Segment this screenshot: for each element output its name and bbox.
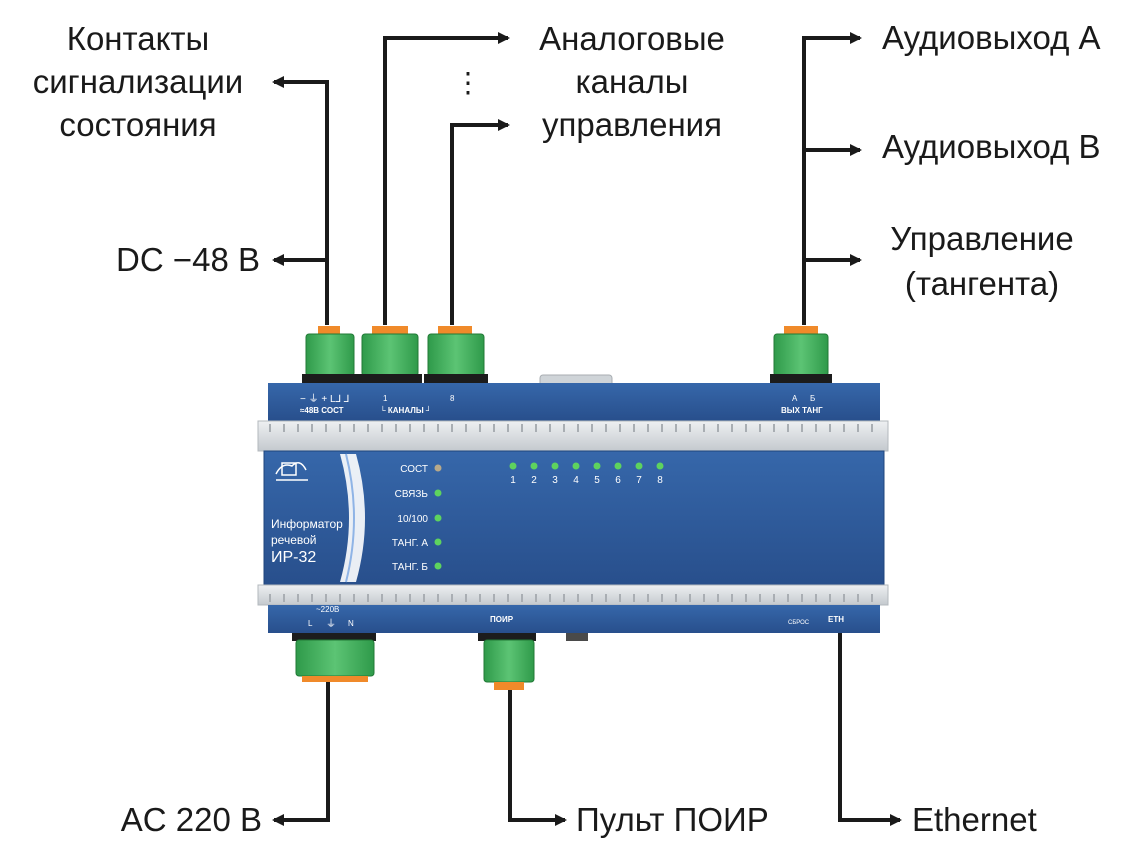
label-control: Управление (тангента)	[890, 220, 1073, 302]
label-audio-b: Аудиовыход В	[882, 128, 1101, 165]
eth-label: ETH	[828, 615, 844, 624]
device-ir32: − ⏚ + L⅃ ⅃ ≈48В СОСТ 1 8 └ КАНАЛЫ ┘ А Б …	[257, 326, 889, 690]
channel-led-8	[656, 462, 664, 470]
label-analog-line2: каналы	[575, 63, 688, 100]
label-audio-a: Аудиовыход А	[882, 19, 1101, 56]
channel-led-7	[635, 462, 643, 470]
label-analog-channels: Аналоговые каналы управления	[539, 20, 725, 143]
label-status-contacts: Контакты сигнализации состояния	[33, 20, 244, 143]
model-name: ИР-32	[271, 549, 316, 566]
indicator-label-speed: 10/100	[397, 514, 428, 525]
led-tang-a	[434, 538, 442, 546]
top-blue-strip	[268, 383, 880, 421]
channel-led-1	[509, 462, 517, 470]
terminal-block-status	[302, 326, 358, 384]
terminal-block-channels-a	[358, 326, 422, 384]
output-b-label: Б	[810, 394, 815, 403]
reset-label: СБРОС	[788, 620, 810, 626]
channels-caption: └ КАНАЛЫ ┘	[380, 405, 432, 415]
channel-number-4: 4	[573, 475, 579, 486]
line-analog-1	[383, 32, 510, 325]
terminal-block-outputs	[770, 326, 832, 384]
top-left-caption: ≈48В СОСТ	[300, 406, 344, 415]
label-status-contacts-line2: сигнализации	[33, 63, 244, 100]
channels-first-label: 1	[383, 394, 388, 403]
bottom-rail-vents	[269, 594, 873, 602]
outputs-caption: ВЫХ ТАНГ	[781, 406, 823, 415]
ellipsis-icon: ⋮	[454, 67, 482, 98]
terminal-block-channels-b	[424, 326, 488, 384]
label-ac: AC 220 В	[121, 801, 262, 838]
decor-curve	[340, 454, 365, 582]
top-rail-vents	[269, 424, 873, 432]
reset-port	[566, 633, 588, 641]
poir-label: ПОИР	[490, 615, 514, 624]
line-status-contacts	[272, 76, 329, 325]
label-control-line2: (тангента)	[905, 265, 1059, 302]
output-a-label: А	[792, 394, 798, 403]
brand-logo-icon	[275, 462, 308, 481]
channel-number-5: 5	[594, 475, 600, 486]
terminal-block-ac	[292, 633, 376, 682]
channel-led-6	[614, 462, 622, 470]
channel-led-5	[593, 462, 601, 470]
brand-line1: Информатор	[271, 517, 343, 531]
channel-number-1: 1	[510, 475, 516, 486]
led-svyaz	[434, 489, 442, 497]
led-speed	[434, 514, 442, 522]
channel-number-7: 7	[636, 475, 642, 486]
indicator-label-svyaz: СВЯЗЬ	[395, 489, 429, 500]
label-control-line1: Управление	[890, 220, 1073, 257]
label-status-contacts-line1: Контакты	[67, 20, 210, 57]
channel-number-3: 3	[552, 475, 558, 486]
channel-number-8: 8	[657, 475, 663, 486]
line-remote	[508, 690, 567, 826]
terminal-block-poir	[478, 633, 536, 690]
bottom-rail	[257, 584, 889, 606]
label-status-contacts-line3: состояния	[59, 106, 216, 143]
channels-last-label: 8	[450, 394, 455, 403]
channel-number-2: 2	[531, 475, 537, 486]
indicator-label-tang-a: ТАНГ. А	[392, 538, 428, 549]
led-sost	[434, 464, 442, 472]
ac-caption: ~220В	[316, 605, 339, 614]
decor-curve-accent	[345, 453, 355, 583]
ac-pin-n: N	[348, 619, 354, 628]
label-remote: Пульт ПОИР	[576, 801, 769, 838]
connection-lines	[272, 32, 902, 826]
line-audio-a	[802, 32, 862, 325]
bottom-blue-strip	[268, 605, 880, 633]
label-analog-line1: Аналоговые	[539, 20, 725, 57]
line-ac	[272, 682, 330, 826]
top-rail	[257, 420, 889, 452]
indicator-label-sost: СОСТ	[400, 464, 428, 475]
channel-led-2	[530, 462, 538, 470]
label-ethernet: Ethernet	[912, 801, 1037, 838]
label-analog-line3: управления	[542, 106, 722, 143]
ac-pin-earth-icon: ⏚	[326, 618, 336, 630]
top-left-symbols: − ⏚ + L⅃ ⅃	[300, 393, 350, 405]
indicator-label-tang-b: ТАНГ. Б	[392, 562, 428, 573]
channel-leds: 1 2 3 4 5 6 7 8	[509, 462, 664, 486]
channel-led-4	[572, 462, 580, 470]
label-dc: DC −48 В	[116, 241, 260, 278]
led-tang-b	[434, 562, 442, 570]
front-panel	[263, 450, 885, 586]
brand-line2: речевой	[271, 533, 317, 547]
channel-number-6: 6	[615, 475, 621, 486]
line-ethernet	[838, 632, 902, 826]
line-analog-8	[450, 119, 510, 325]
ac-pin-l: L	[308, 619, 313, 628]
channel-led-3	[551, 462, 559, 470]
